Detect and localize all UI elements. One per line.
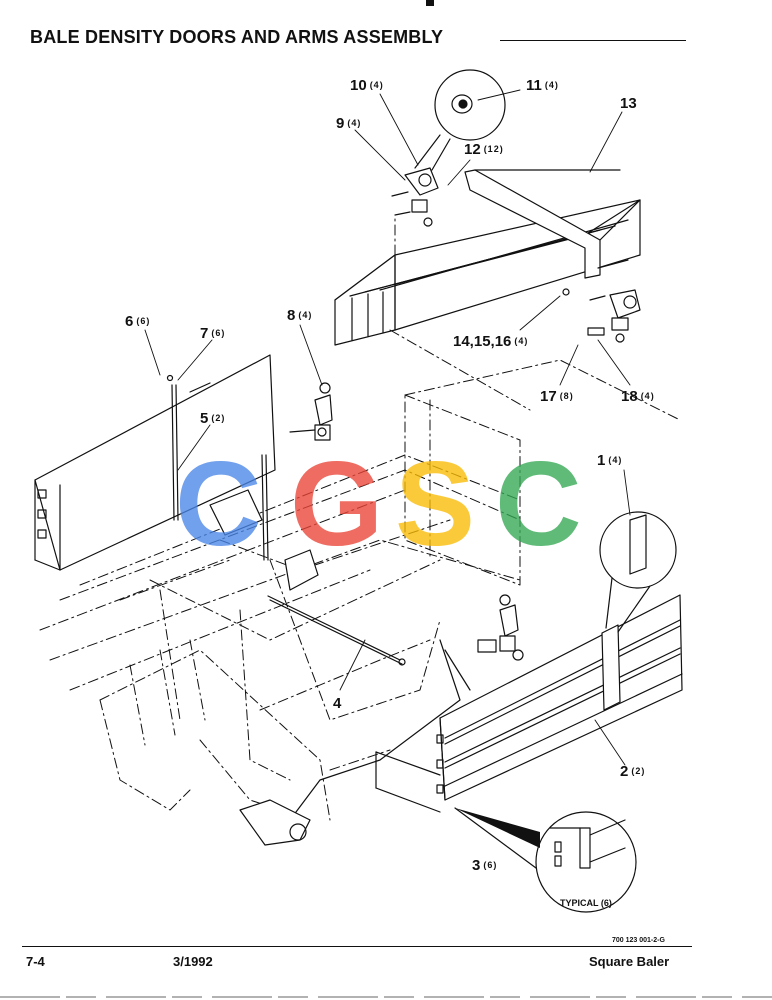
lower-mechanism <box>209 489 471 846</box>
footer-rule <box>22 946 692 947</box>
watermark-letter-1: C <box>175 437 262 571</box>
callout-4: 4 <box>333 695 342 712</box>
mid-hinge-bracket <box>289 382 333 441</box>
drawing-number: 700 123 001-2-G <box>612 937 665 944</box>
callout-12: 12(12) <box>464 141 504 158</box>
page-top-mark <box>426 0 434 6</box>
callout-14-15-16: 14,15,16(4) <box>453 333 529 350</box>
leader-lines <box>144 89 631 766</box>
left-side-door <box>34 354 276 571</box>
callout-5: 5(2) <box>200 410 226 427</box>
bushing-detail <box>414 69 506 171</box>
watermark-letter-2: G <box>290 437 383 571</box>
callout-1: 1(4) <box>597 452 623 469</box>
detail-note: TYPICAL (6) <box>560 898 612 908</box>
upper-door-assembly <box>334 169 641 346</box>
upper-hinge-bracket <box>391 167 439 227</box>
fastener-detail <box>454 807 637 913</box>
right-hinge-bracket <box>562 259 641 343</box>
product-name: Square Baler <box>589 954 670 969</box>
page-title: BALE DENSITY DOORS AND ARMS ASSEMBLY <box>30 27 444 47</box>
callout-13: 13 <box>620 95 637 112</box>
decal-detail <box>599 511 677 633</box>
watermark-logo: C G S C <box>175 437 582 571</box>
callout-17: 17(8) <box>540 388 574 405</box>
callout-8: 8(4) <box>287 307 313 324</box>
callout-6: 6(6) <box>125 313 151 330</box>
watermark-letter-4: C <box>495 437 582 571</box>
callout-3: 3(6) <box>472 857 498 874</box>
callout-2: 2(2) <box>620 763 646 780</box>
lower-hinge-bracket <box>477 594 524 661</box>
scan-edge-artifact <box>0 996 772 998</box>
title-rule <box>500 40 686 41</box>
watermark-letter-3: S <box>395 437 475 571</box>
callout-18: 18(4) <box>621 388 655 405</box>
callout-11: 11(4) <box>526 77 559 94</box>
baler-frame <box>39 214 681 821</box>
right-side-door <box>375 594 683 813</box>
page-number: 7-4 <box>26 954 45 969</box>
callout-7: 7(6) <box>200 325 226 342</box>
page-date: 3/1992 <box>173 954 213 969</box>
callout-10: 10(4) <box>350 77 384 94</box>
callout-9: 9(4) <box>336 115 362 132</box>
